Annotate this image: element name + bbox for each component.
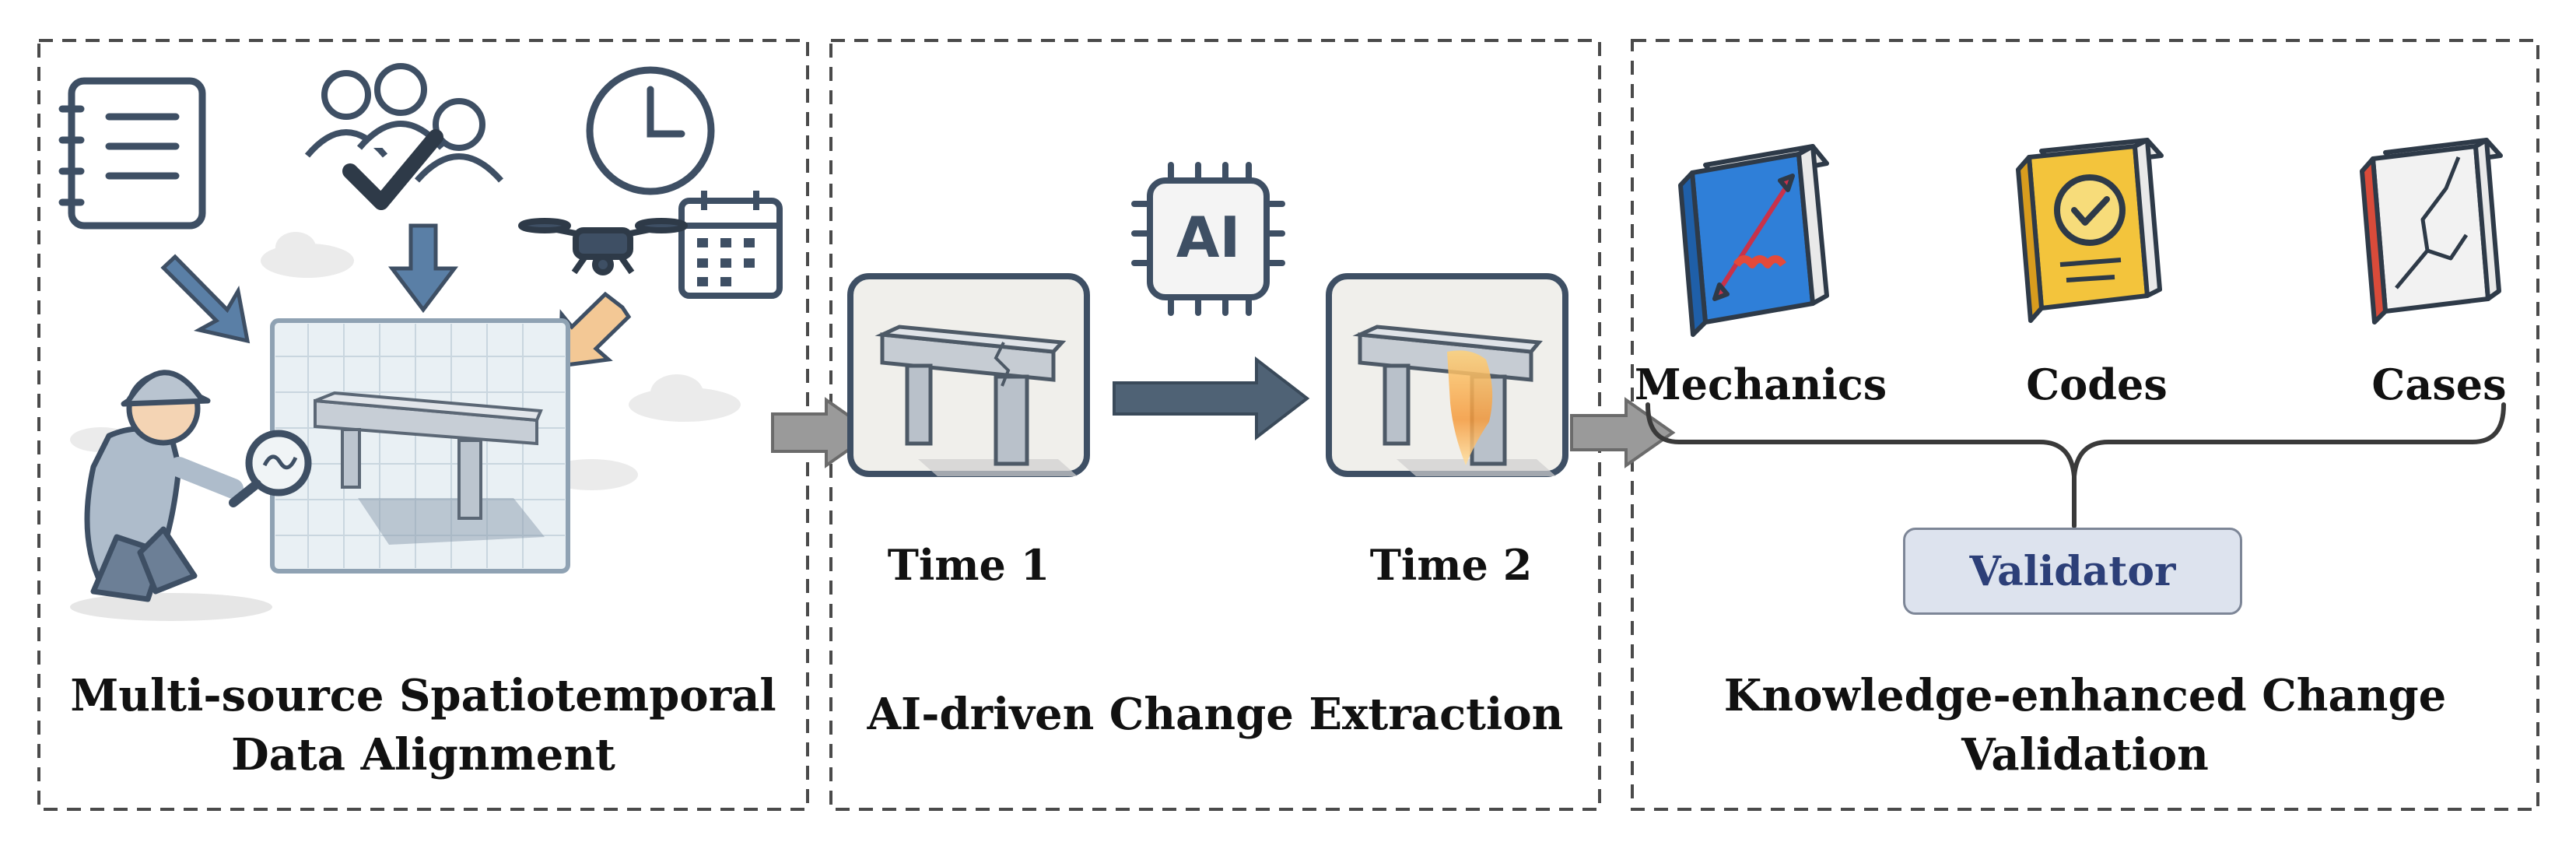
damage-heat (1447, 350, 1493, 465)
extraction-arrow (1113, 356, 1310, 441)
panel1-caption-line2: Data Alignment (231, 729, 615, 781)
panel1-caption: Multi-source Spatiotemporal Data Alignme… (47, 666, 800, 784)
ai-chip-label: AI (1176, 205, 1241, 270)
time1-label: Time 1 (887, 540, 1050, 590)
aligned-grid (270, 318, 570, 574)
time1-image (847, 273, 1090, 477)
panel2-caption-line1: AI-driven Change Extraction (867, 689, 1564, 740)
team-check-icon (304, 63, 504, 210)
team-arrow (387, 223, 459, 314)
mechanics-label: Mechanics (1634, 360, 1887, 409)
notebook-arrow (160, 254, 251, 344)
panel2-caption: AI-driven Change Extraction (839, 685, 1592, 744)
ai-chip-icon (1131, 162, 1285, 316)
validator-box: Validator (1903, 528, 2242, 615)
panel3-caption-line2: Validation (1961, 729, 2209, 781)
mechanics-book-icon (1678, 144, 1829, 337)
knowledge-bracket (1645, 402, 2506, 528)
panel1-caption-line1: Multi-source Spatiotemporal (70, 670, 776, 721)
calendar-icon (678, 191, 783, 299)
codes-label: Codes (2026, 360, 2168, 409)
codes-book-icon (2016, 138, 2164, 323)
panel3-caption: Knowledge-enhanced Change Validation (1640, 666, 2530, 784)
inspector-figure (70, 370, 312, 621)
drone-icon (518, 218, 688, 275)
notebook-icon (58, 77, 206, 230)
time2-label: Time 2 (1369, 540, 1533, 590)
cases-label: Cases (2371, 360, 2507, 409)
panel3-caption-line1: Knowledge-enhanced Change (1723, 670, 2447, 721)
validator-label: Validator (1969, 547, 2176, 595)
cases-book-icon (2360, 138, 2503, 325)
drone-arrow (558, 291, 632, 368)
clock-icon (586, 66, 715, 195)
time2-image (1326, 273, 1568, 477)
